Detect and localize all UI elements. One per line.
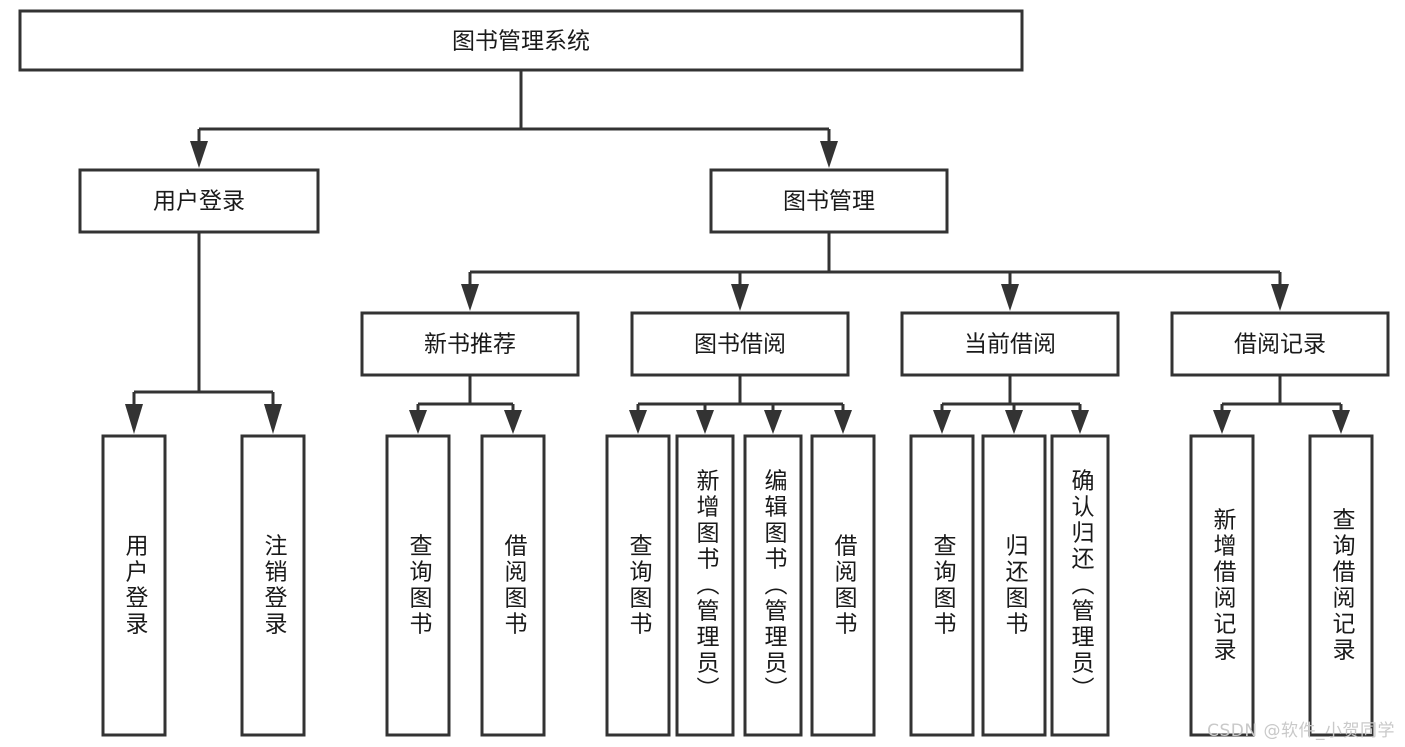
- connector-group-borrow-record: [1213, 375, 1350, 434]
- node-current-borrow[interactable]: 当前借阅: [900, 311, 1120, 377]
- node-leaf-borrow-book-1[interactable]: 借阅图书: [480, 434, 546, 737]
- node-leaf-query-book-3[interactable]: 查询图书: [909, 434, 975, 737]
- node-current-borrow-box[interactable]: [900, 311, 1120, 377]
- arrow-head-book-manage: [820, 141, 838, 168]
- node-book-borrow-box[interactable]: [630, 311, 850, 377]
- node-leaf-borrow-book-2-label: 借阅图书: [830, 534, 858, 638]
- node-leaf-query-book-3-label: 查询图书: [929, 534, 957, 638]
- arrow-head-leaf-query-book-2: [629, 410, 647, 434]
- node-leaf-query-record-label: 查询借阅记录: [1328, 508, 1356, 664]
- node-leaf-borrow-book-1-box[interactable]: [480, 434, 546, 737]
- node-leaf-return-book[interactable]: 归还图书: [981, 434, 1047, 737]
- node-leaf-borrow-book-1-label: 借阅图书: [500, 534, 528, 638]
- node-leaf-query-book-1-box[interactable]: [385, 434, 451, 737]
- node-book-manage-box[interactable]: [709, 168, 949, 234]
- node-leaf-add-record-label: 新增借阅记录: [1209, 508, 1237, 664]
- arrow-head-leaf-user-login: [125, 404, 143, 434]
- node-new-book-rec[interactable]: 新书推荐: [360, 311, 580, 377]
- node-book-manage-label: 图书管理: [783, 189, 875, 215]
- node-leaf-user-logout[interactable]: 注销登录: [240, 434, 306, 737]
- node-leaf-user-login-box[interactable]: [101, 434, 167, 737]
- connector-group-book-borrow: [629, 375, 852, 434]
- arrow-head-leaf-query-book-3: [933, 410, 951, 434]
- arrow-head-leaf-return-book: [1005, 410, 1023, 434]
- arrow-head-leaf-borrow-book-1: [504, 410, 522, 434]
- node-leaf-edit-book-label: 编辑图书（管理员）: [760, 469, 788, 703]
- node-leaf-query-book-1-label: 查询图书: [405, 534, 433, 638]
- node-borrow-record-box[interactable]: [1170, 311, 1390, 377]
- node-root-box[interactable]: [18, 9, 1024, 72]
- node-user-login[interactable]: 用户登录: [78, 168, 320, 234]
- node-leaf-confirm-return[interactable]: 确认归还（管理员）: [1050, 434, 1110, 737]
- connector-group-root: [190, 70, 838, 168]
- watermark-text: CSDN @软件_小贺同学: [1207, 721, 1395, 741]
- node-root-label: 图书管理系统: [452, 29, 590, 55]
- arrow-head-leaf-borrow-book-2: [834, 410, 852, 434]
- node-root[interactable]: 图书管理系统: [18, 9, 1024, 72]
- arrow-head-book-borrow: [731, 284, 749, 311]
- connector-group-current-borrow: [933, 375, 1089, 434]
- node-borrow-record-label: 借阅记录: [1234, 332, 1326, 358]
- arrow-head-leaf-add-record: [1213, 410, 1231, 434]
- node-new-book-rec-box[interactable]: [360, 311, 580, 377]
- node-leaf-add-record-box[interactable]: [1189, 434, 1255, 737]
- node-book-borrow[interactable]: 图书借阅: [630, 311, 850, 377]
- node-leaf-edit-book[interactable]: 编辑图书（管理员）: [743, 434, 803, 737]
- arrow-head-new-book-rec: [461, 284, 479, 311]
- node-user-login-label: 用户登录: [153, 189, 245, 215]
- node-leaf-return-book-label: 归还图书: [1001, 534, 1029, 638]
- node-leaf-query-book-2[interactable]: 查询图书: [605, 434, 671, 737]
- arrow-head-leaf-user-logout: [264, 404, 282, 434]
- connector-group-user-login: [125, 232, 282, 434]
- arrow-head-leaf-query-record: [1332, 410, 1350, 434]
- node-leaf-query-record-box[interactable]: [1308, 434, 1374, 737]
- node-leaf-query-record[interactable]: 查询借阅记录: [1308, 434, 1374, 737]
- node-leaf-user-login-label: 用户登录: [121, 534, 149, 638]
- node-current-borrow-label: 当前借阅: [964, 332, 1056, 358]
- node-leaf-confirm-return-label: 确认归还（管理员）: [1067, 469, 1095, 703]
- node-leaf-query-book-2-box[interactable]: [605, 434, 671, 737]
- connector-group-new-book-rec: [409, 375, 522, 434]
- arrow-head-current-borrow: [1001, 284, 1019, 311]
- node-leaf-query-book-2-label: 查询图书: [625, 534, 653, 638]
- node-leaf-query-book-1[interactable]: 查询图书: [385, 434, 451, 737]
- node-leaf-add-book-label: 新增图书（管理员）: [692, 469, 720, 703]
- arrow-head-leaf-query-book-1: [409, 410, 427, 434]
- node-book-manage[interactable]: 图书管理: [709, 168, 949, 234]
- node-user-login-box[interactable]: [78, 168, 320, 234]
- node-leaf-edit-book-box[interactable]: [743, 434, 803, 737]
- node-leaf-add-book[interactable]: 新增图书（管理员）: [675, 434, 735, 737]
- node-leaf-user-logout-box[interactable]: [240, 434, 306, 737]
- node-leaf-add-book-box[interactable]: [675, 434, 735, 737]
- arrow-head-leaf-edit-book: [764, 410, 782, 434]
- arrow-head-borrow-record: [1271, 284, 1289, 311]
- node-leaf-borrow-book-2[interactable]: 借阅图书: [810, 434, 876, 737]
- node-leaf-confirm-return-box[interactable]: [1050, 434, 1110, 737]
- node-leaf-add-record[interactable]: 新增借阅记录: [1189, 434, 1255, 737]
- node-leaf-borrow-book-2-box[interactable]: [810, 434, 876, 737]
- node-leaf-return-book-box[interactable]: [981, 434, 1047, 737]
- arrow-head-user-login: [190, 141, 208, 168]
- node-leaf-user-logout-label: 注销登录: [260, 534, 288, 638]
- arrow-head-leaf-add-book: [696, 410, 714, 434]
- node-borrow-record[interactable]: 借阅记录: [1170, 311, 1390, 377]
- connector-group-book-manage: [461, 232, 1289, 311]
- node-new-book-rec-label: 新书推荐: [424, 332, 516, 358]
- node-leaf-user-login[interactable]: 用户登录: [101, 434, 167, 737]
- node-leaf-query-book-3-box[interactable]: [909, 434, 975, 737]
- arrow-head-leaf-confirm-return: [1071, 410, 1089, 434]
- node-book-borrow-label: 图书借阅: [694, 332, 786, 358]
